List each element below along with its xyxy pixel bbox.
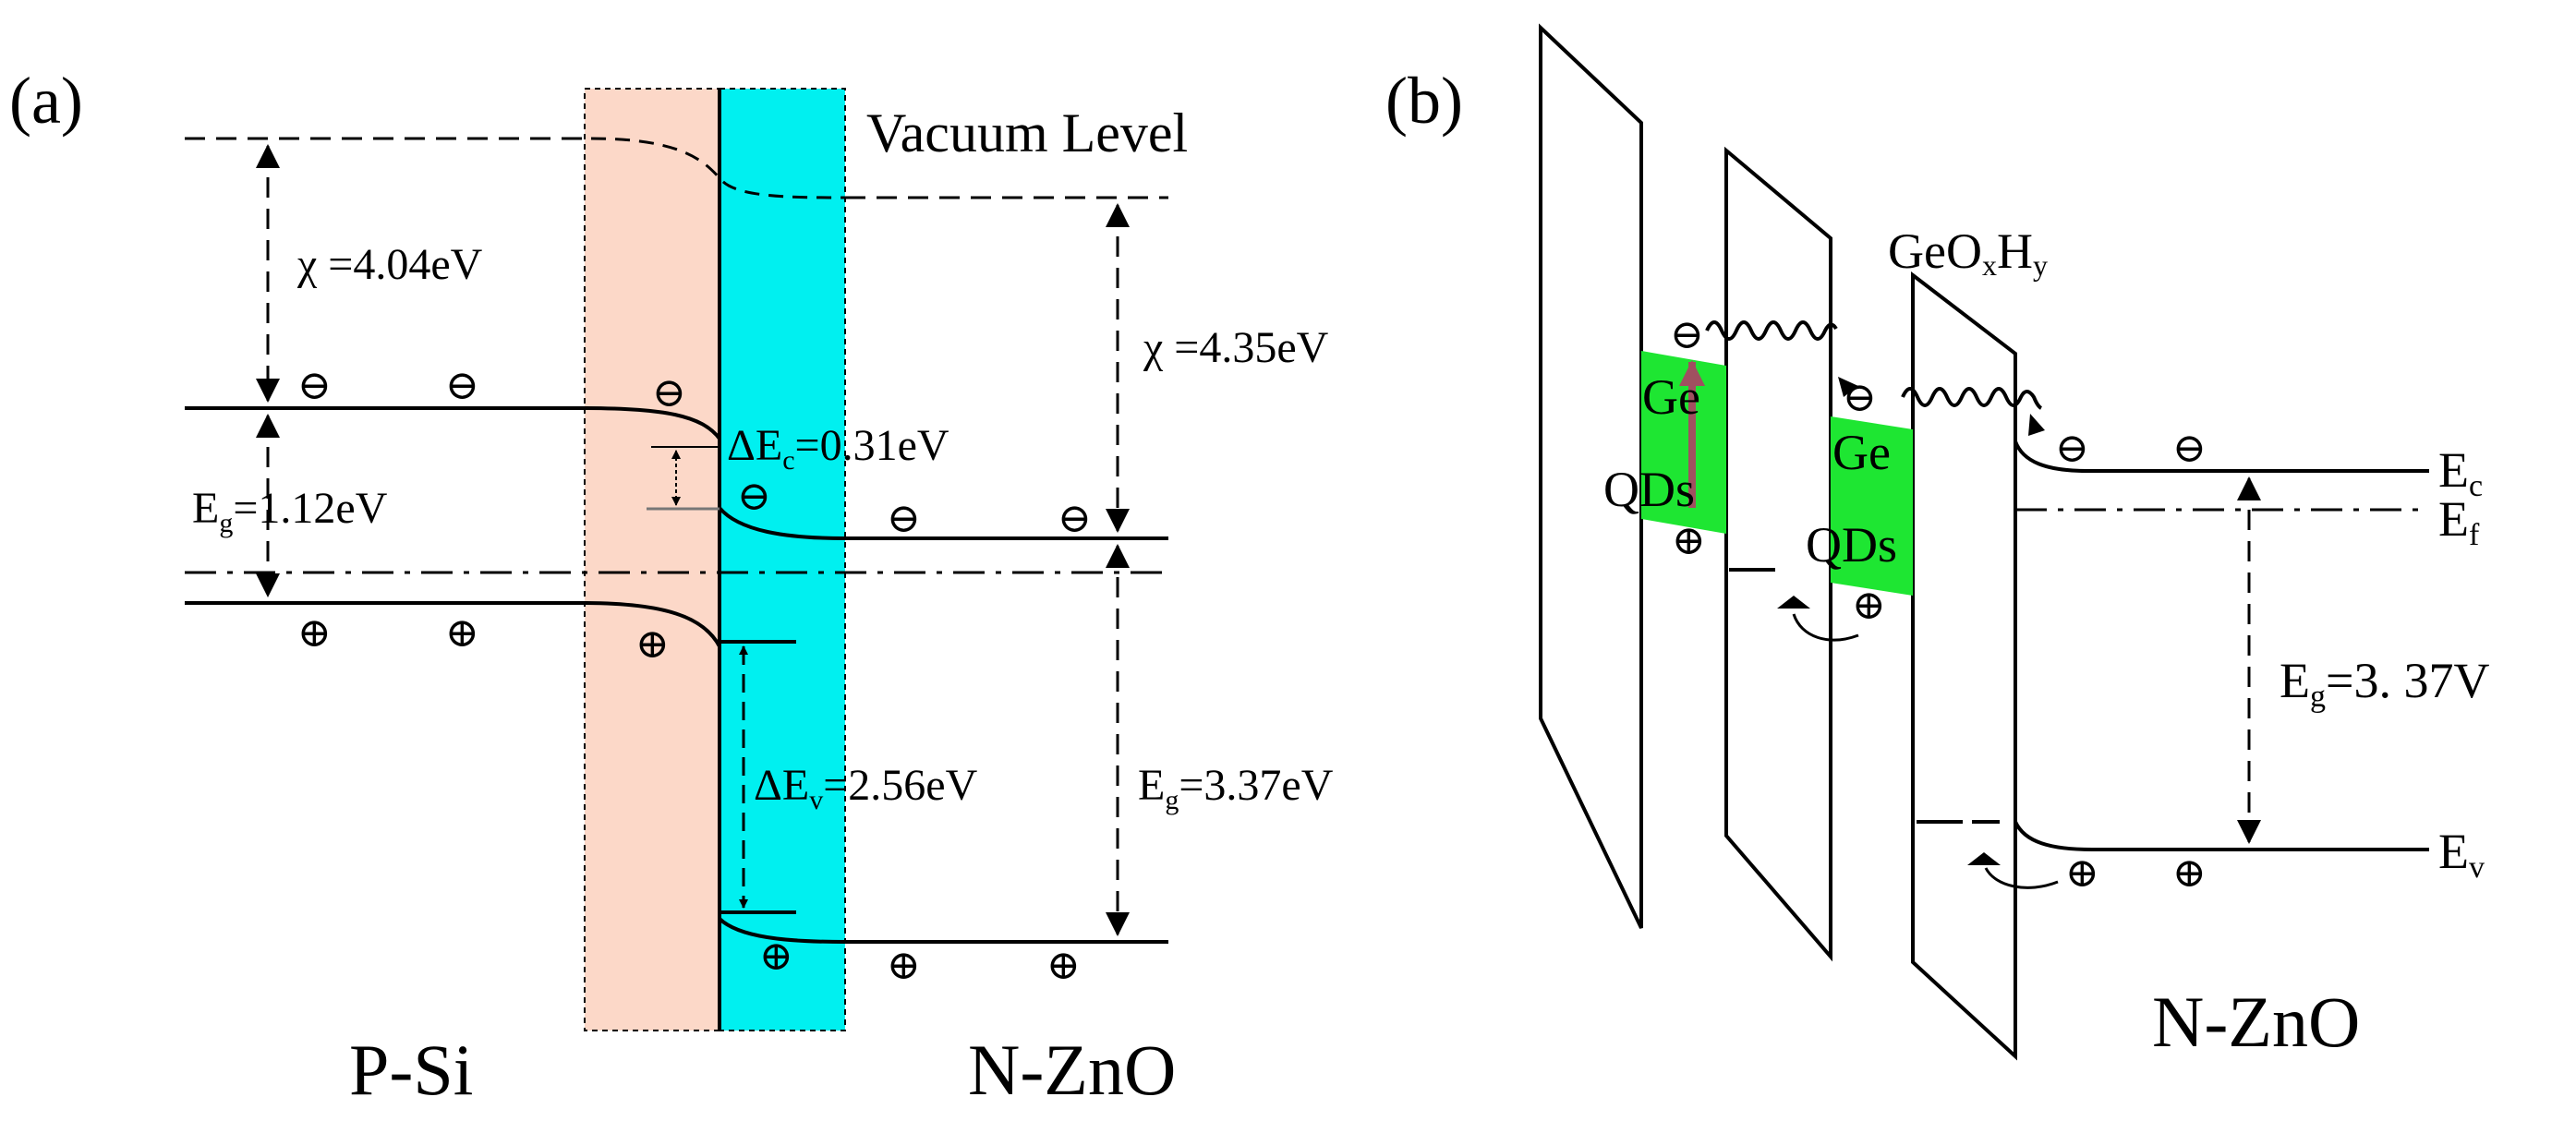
panel-b-label: (b) (1385, 64, 1463, 138)
qd-left-label-line1: Ge (1642, 369, 1700, 425)
panel-a-label: (a) (9, 64, 83, 138)
psi-label: P-Si (349, 1030, 473, 1110)
chi-si-label: χ =4.04eV (296, 240, 483, 289)
electron-symbol: ⊖ (1843, 375, 1877, 420)
zno-valence-band (718, 917, 1168, 944)
panel-b-holes: ⊕ ⊕ ⊕ ⊕ (1672, 518, 2207, 896)
eg-zno-label: Eg=3.37eV (1138, 761, 1334, 815)
psi-depletion-region (584, 88, 720, 1031)
electron-tunneling-path (1705, 320, 1838, 341)
hole-symbol: ⊕ (887, 943, 921, 988)
ev-label: Ev (2438, 824, 2485, 885)
electron-symbol: ⊖ (887, 496, 921, 541)
vacuum-level-label: Vacuum Level (866, 102, 1188, 163)
electron-symbol: ⊖ (2055, 426, 2089, 471)
hole-symbol: ⊕ (1046, 943, 1081, 988)
electron-symbol: ⊖ (297, 363, 332, 408)
hole-symbol: ⊕ (1672, 518, 1706, 563)
nzno-label-a: N-ZnO (968, 1030, 1176, 1110)
si-valence-band (185, 601, 721, 647)
ec-label: Ec (2438, 442, 2483, 503)
qd-right-label-line1: Ge (1832, 425, 1891, 480)
geoxhy-slab-2 (1724, 146, 1832, 962)
electron-symbol: ⊖ (737, 474, 771, 519)
hole-symbol: ⊕ (2172, 850, 2207, 896)
ge-qd-right (1831, 416, 1913, 596)
geoxhy-slab-1 (1539, 23, 1643, 929)
panel-a-holes: ⊕ ⊕ ⊕ ⊕ ⊕ ⊕ (297, 610, 1081, 988)
delta-ev-label: ΔEv=2.56eV (754, 761, 978, 815)
electron-symbol: ⊖ (445, 363, 479, 408)
zno-conduction-band (718, 506, 1168, 540)
electron-symbol: ⊖ (652, 370, 686, 416)
electron-tunneling-path (1901, 387, 2043, 410)
geoxhy-label: GeOxHy (1888, 223, 2048, 282)
eg-label-b: Eg=3. 37V (2280, 653, 2489, 714)
hole-hop-arrowhead (1967, 852, 2001, 865)
hole-symbol: ⊕ (445, 610, 479, 656)
electron-arrowhead (1838, 377, 1858, 397)
hole-symbol: ⊕ (1852, 583, 1886, 628)
panel-b: (b) GeOxHy Ge QDs Ge (1385, 23, 2489, 1062)
zno-valence-band-b (2014, 821, 2429, 851)
si-conduction-band (185, 406, 721, 440)
panel-a-electrons: ⊖ ⊖ ⊖ ⊖ ⊖ ⊖ (297, 363, 1092, 541)
panel-b-electrons: ⊖ ⊖ ⊖ ⊖ (1670, 312, 2207, 471)
electron-arrowhead (2028, 414, 2045, 436)
ef-label: Ef (2438, 491, 2480, 552)
electron-symbol: ⊖ (2172, 426, 2207, 471)
hole-symbol: ⊕ (759, 934, 793, 979)
qd-right-label-line2: QDs (1806, 517, 1897, 573)
delta-ec-label: ΔEc=0.31eV (727, 421, 949, 476)
chi-zno-label: χ =4.35eV (1143, 323, 1329, 372)
electron-symbol: ⊖ (1058, 496, 1092, 541)
vacuum-level-bend (590, 137, 846, 199)
geoxhy-slab-3 (1911, 271, 2017, 1061)
hole-symbol: ⊕ (297, 610, 332, 656)
hole-symbol: ⊕ (2065, 850, 2099, 896)
qd-left-label-line2: QDs (1603, 462, 1695, 517)
hole-transfer-path (1792, 613, 1859, 642)
zno-depletion-region (719, 88, 846, 1031)
zno-conduction-band-b (2014, 440, 2429, 473)
ge-qd-left (1641, 351, 1726, 534)
nzno-label-b: N-ZnO (2152, 982, 2360, 1062)
hole-transfer-path (1984, 867, 2059, 889)
electron-symbol: ⊖ (1670, 312, 1704, 357)
eg-si-label: Eg=1.12eV (192, 484, 388, 538)
hole-symbol: ⊕ (635, 621, 670, 667)
panel-a: (a) Vacuum Level χ (9, 64, 1334, 1110)
hole-hop-arrowhead (1777, 596, 1810, 609)
